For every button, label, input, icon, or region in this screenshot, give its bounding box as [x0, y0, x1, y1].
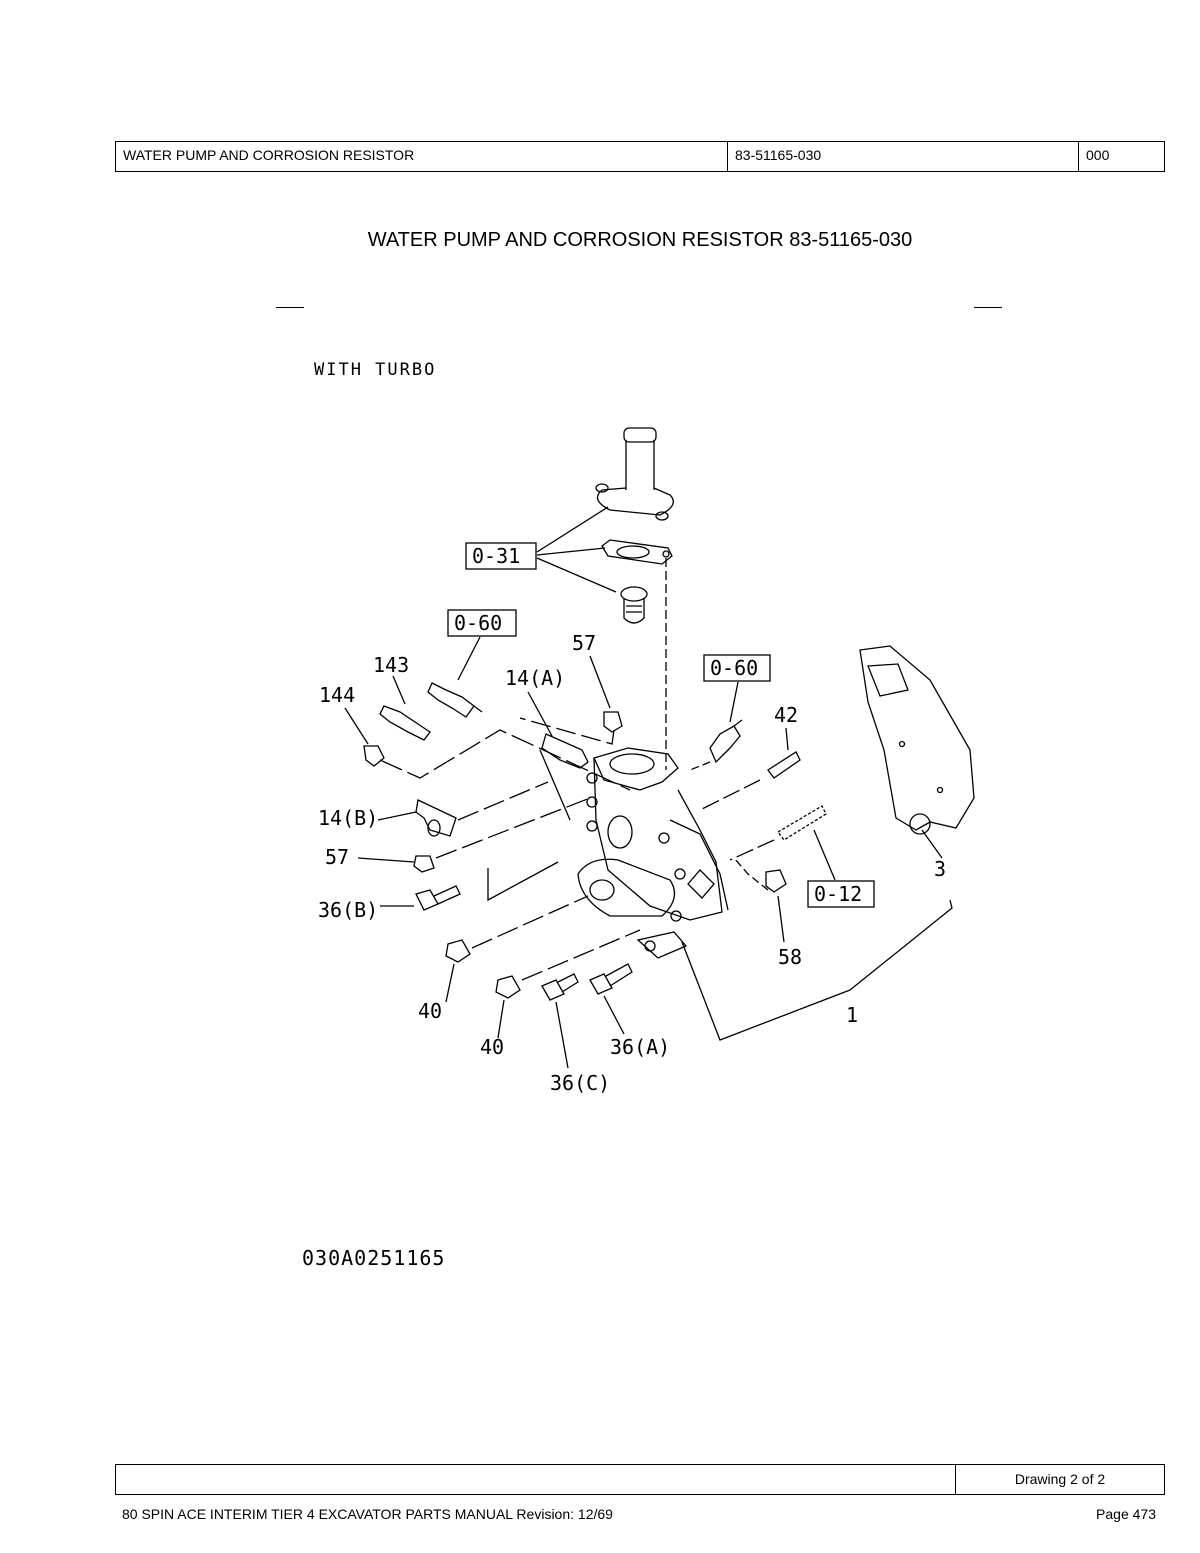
callout-box-0-60-right	[703, 654, 771, 682]
part-57-plug-top	[603, 711, 623, 733]
leader-14a	[527, 691, 553, 737]
label-36c: 36(C)	[550, 1071, 610, 1095]
assembly-line-58	[733, 857, 769, 891]
crop-mark-right	[974, 307, 1002, 308]
callout-0-12: 0-12	[814, 882, 862, 906]
part-143-fitting	[379, 705, 431, 741]
label-1: 1	[846, 1003, 858, 1027]
parts-drawing: WITH TURBO 0-31 0-60 143 144 57	[290, 350, 1010, 1280]
footer-table: Drawing 2 of 2	[115, 1464, 1165, 1495]
assembly-line-14b	[457, 781, 549, 821]
leader-36c	[555, 1001, 569, 1069]
callout-box-0-60-left	[447, 609, 517, 637]
label-36a: 36(A)	[610, 1035, 670, 1059]
assembly-line-sensor-right	[689, 761, 711, 771]
label-3: 3	[934, 857, 946, 881]
assembly-bracket-36b	[487, 861, 559, 902]
label-36b: 36(B)	[318, 898, 378, 922]
part-3-gasket	[859, 645, 975, 835]
callout-box-0-31	[465, 542, 537, 570]
part-36c-bolt	[541, 973, 579, 1001]
callout-box-0-12	[807, 880, 875, 908]
drawing-id: 030A0251165	[302, 1246, 445, 1270]
leader-3	[921, 829, 943, 859]
leader-57-top	[589, 655, 611, 709]
part-14a-union	[541, 733, 589, 769]
manual-title: 80 SPIN ACE INTERIM TIER 4 EXCAVATOR PAR…	[122, 1506, 613, 1522]
label-57-top: 57	[572, 631, 596, 655]
assembly-line-57-mid	[435, 797, 591, 859]
label-14a: 14(A)	[505, 666, 565, 690]
assembly-line-42	[699, 779, 761, 811]
assembly-bracket-top	[539, 749, 571, 821]
part-40-nut-left	[445, 939, 471, 963]
leader-1-left	[681, 941, 851, 1041]
leader-42	[785, 727, 789, 751]
header-title: WATER PUMP AND CORROSION RESISTOR	[116, 142, 728, 171]
leader-36a	[603, 995, 625, 1035]
header-part-number: 83-51165-030	[728, 142, 1079, 171]
label-14b: 14(B)	[318, 806, 378, 830]
leader-1-right	[849, 899, 953, 991]
part-36a-bolt	[589, 963, 633, 995]
footer-empty-cell	[116, 1465, 956, 1494]
leader-40-left	[445, 963, 455, 1003]
leader-40-right	[497, 999, 505, 1039]
label-57-mid: 57	[325, 845, 349, 869]
assembly-line-0-12	[729, 839, 775, 861]
label-40-left: 40	[418, 999, 442, 1023]
leader-0-31	[536, 506, 617, 593]
label-58: 58	[778, 945, 802, 969]
assembly-line-40-left	[471, 895, 589, 949]
callout-0-60-left: 0-60	[454, 611, 502, 635]
drawing-label: Drawing 2 of 2	[1014, 1471, 1106, 1487]
label-143: 143	[373, 653, 409, 677]
page-number: Page 473	[1096, 1506, 1156, 1522]
part-144-plug	[363, 745, 385, 767]
leader-14b	[377, 811, 417, 821]
water-pump-body	[577, 747, 729, 959]
assembly-line-upper	[379, 729, 631, 791]
label-144: 144	[319, 683, 355, 707]
page-title: WATER PUMP AND CORROSION RESISTOR 83-511…	[367, 229, 913, 251]
label-42: 42	[774, 703, 798, 727]
leader-0-12	[813, 829, 836, 881]
thermostat	[620, 586, 648, 624]
callout-0-31: 0-31	[472, 544, 520, 568]
part-36b-bolt	[415, 885, 461, 911]
part-42-stud	[767, 751, 801, 779]
leader-143	[392, 675, 406, 705]
temperature-sensor-left	[427, 682, 483, 718]
part-14b-elbow	[415, 799, 457, 837]
thermostat-gasket	[601, 539, 673, 565]
assembly-line-57	[519, 717, 615, 745]
leader-0-60-right	[729, 681, 739, 723]
assembly-line-40-right	[521, 929, 641, 981]
header-table: WATER PUMP AND CORROSION RESISTOR 83-511…	[115, 141, 1165, 172]
callout-0-60-right: 0-60	[710, 656, 758, 680]
temperature-sensor-right	[709, 719, 743, 764]
footer: 80 SPIN ACE INTERIM TIER 4 EXCAVATOR PAR…	[122, 1506, 1156, 1522]
drawing-note: WITH TURBO	[314, 360, 436, 380]
leader-0-60-left	[457, 636, 481, 681]
part-58-plug	[765, 869, 787, 893]
label-40-right: 40	[480, 1035, 504, 1059]
part-0-12-stud	[777, 805, 827, 841]
part-40-nut-right	[495, 975, 521, 999]
header-code: 000	[1086, 147, 1110, 163]
leader-57-mid	[357, 857, 415, 863]
leader-58	[777, 895, 785, 943]
leader-144	[344, 707, 369, 745]
crop-mark-left	[276, 307, 304, 308]
thermostat-housing	[595, 427, 674, 521]
part-57-plug-mid	[413, 855, 435, 873]
